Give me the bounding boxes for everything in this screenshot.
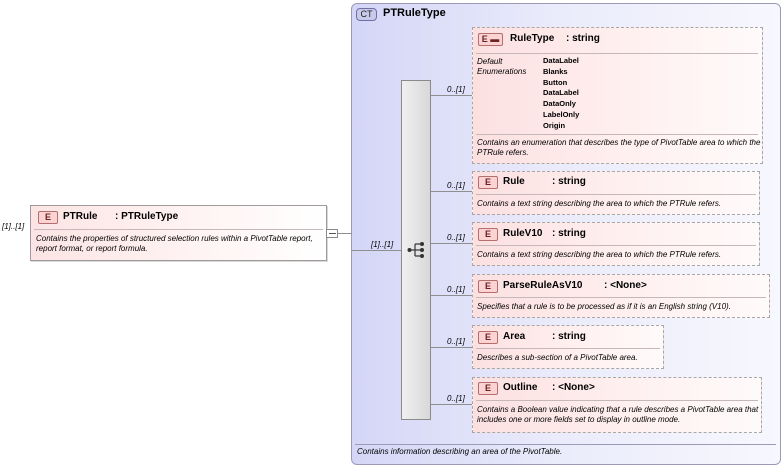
enumeration-value: DataLabel — [543, 88, 579, 98]
connector-child — [431, 347, 473, 348]
element-card-parseruleasv10[interactable] — [472, 274, 770, 318]
connector-child — [431, 295, 473, 296]
element-type: : string — [552, 331, 586, 342]
element-badge: E — [478, 176, 498, 189]
element-name: RuleType — [510, 33, 555, 44]
element-name: ParseRuleAsV10 — [503, 280, 583, 291]
root-element-name: PTRule — [63, 211, 98, 222]
element-badge: E — [478, 280, 498, 293]
enumeration-value: Origin — [543, 120, 566, 130]
sequence-icon — [407, 242, 424, 258]
element-description: Specifies that a rule is to be processed… — [477, 302, 731, 311]
element-card-rule[interactable] — [472, 171, 760, 215]
connector-root-to-type — [338, 233, 352, 234]
sequence-multiplicity: [1]..[1] — [371, 240, 394, 249]
element-name: Rule — [503, 176, 525, 187]
enumeration-value: Blanks — [543, 66, 568, 76]
child-multiplicity: 0..[1] — [447, 285, 465, 294]
element-name: Area — [503, 331, 526, 342]
element-description: Contains a text string describing the ar… — [477, 199, 722, 208]
child-multiplicity: 0..[1] — [447, 337, 465, 346]
element-description: Contains a Boolean value indicating that… — [477, 405, 759, 424]
enum-element-badge: E ▬ — [478, 33, 503, 46]
element-card-outline[interactable] — [472, 377, 762, 433]
element-name: Outline — [503, 382, 538, 393]
element-description: Contains a text string describing the ar… — [477, 250, 722, 259]
element-name: RuleV10 — [503, 228, 543, 239]
element-type: : string — [552, 228, 586, 239]
complex-type-description: Contains information describing an area … — [357, 447, 563, 456]
element-description: Describes a sub-section of a PivotTable … — [477, 353, 638, 362]
element-divider — [476, 348, 660, 349]
element-divider — [476, 297, 766, 298]
enumeration-value: DataOnly — [543, 99, 576, 109]
root-element-divider — [34, 229, 323, 230]
root-element-card[interactable] — [30, 205, 327, 261]
element-type: : <None> — [604, 280, 647, 291]
root-element-type: : PTRuleType — [115, 211, 179, 222]
enumerations-label: Enumerations — [477, 67, 527, 76]
default-value: DataLabel — [543, 56, 579, 65]
element-badge: E — [478, 331, 498, 344]
element-divider — [476, 400, 758, 401]
child-multiplicity: 0..[1] — [447, 233, 465, 242]
root-element-description: Contains the properties of structured se… — [36, 234, 313, 253]
element-divider — [476, 53, 758, 54]
child-multiplicity: 0..[1] — [447, 394, 465, 403]
child-multiplicity: 0..[1] — [447, 181, 465, 190]
element-card-rulev10[interactable] — [472, 222, 760, 266]
connector-child — [431, 404, 473, 405]
element-divider — [476, 194, 756, 195]
element-card-area[interactable] — [472, 325, 664, 369]
element-card-ruletype[interactable] — [472, 27, 763, 164]
complex-type-badge: CT — [356, 8, 377, 21]
child-multiplicity: 0..[1] — [447, 85, 465, 94]
enumeration-value: Button — [543, 77, 568, 87]
complex-type-name: PTRuleType — [383, 7, 446, 19]
complex-type-divider — [355, 444, 776, 445]
element-type: : <None> — [552, 382, 595, 393]
element-badge: E — [478, 382, 498, 395]
collapse-minus-icon — [329, 233, 336, 234]
connector-child — [431, 95, 473, 96]
element-description: Contains an enumeration that describes t… — [477, 138, 761, 157]
connector-child — [431, 243, 473, 244]
root-element-badge: E — [38, 211, 58, 224]
element-divider — [476, 134, 758, 135]
root-multiplicity: [1]..[1] — [2, 222, 25, 231]
enumeration-value: LabelOnly — [543, 110, 580, 119]
element-type: : string — [552, 176, 586, 187]
connector-child — [431, 191, 473, 192]
default-label: Default — [477, 57, 503, 66]
element-badge: E — [478, 228, 498, 241]
element-divider — [476, 245, 756, 246]
connector-type-to-sequence — [351, 250, 401, 251]
element-type: : string — [566, 33, 600, 44]
